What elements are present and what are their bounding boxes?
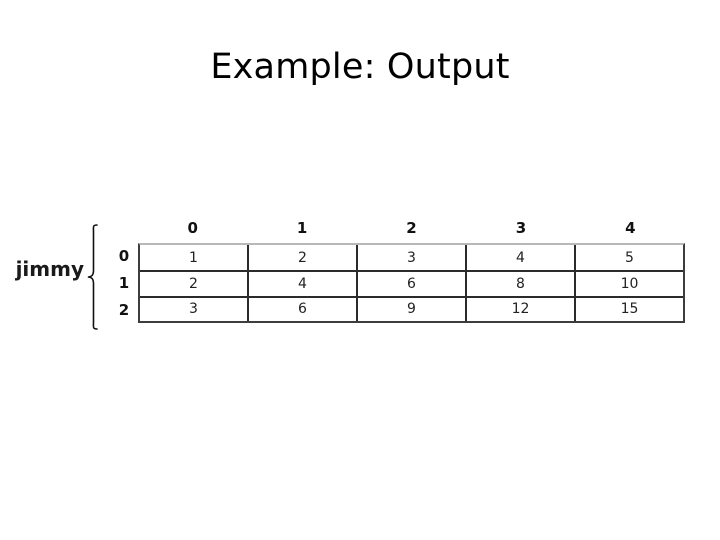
row-header-2: 2 (118, 300, 130, 319)
column-header-2: 2 (406, 219, 417, 237)
row-axis-label: jimmy (15, 257, 84, 281)
cell-r0-c2: 3 (356, 245, 465, 271)
page-title: Example: Output (210, 47, 510, 87)
cell-r1-c1: 4 (247, 272, 356, 296)
column-header-row: 0 1 2 3 4 (138, 216, 685, 240)
column-header-1: 1 (296, 219, 308, 237)
cell-r0-c3: 4 (465, 245, 574, 271)
cell-r2-c4: 15 (574, 297, 683, 321)
column-header-3: 3 (515, 219, 527, 237)
table-row: 1 2 3 4 5 (140, 245, 683, 271)
column-header-0: 0 (187, 219, 198, 237)
cell-r1-c2: 6 (356, 272, 465, 296)
row-header-column: 0 1 2 (112, 243, 136, 323)
curly-brace-icon (86, 224, 100, 330)
table-row: 3 6 9 12 15 (140, 295, 683, 321)
cell-r0-c4: 5 (574, 245, 683, 271)
cell-r1-c4: 10 (574, 272, 683, 296)
cell-r2-c1: 6 (247, 297, 356, 321)
row-header-1: 1 (118, 274, 130, 292)
cell-r0-c1: 2 (247, 245, 356, 271)
cell-r2-c3: 12 (465, 297, 574, 321)
table-row: 2 4 6 8 10 (140, 270, 683, 296)
cell-r1-c0: 2 (189, 275, 198, 292)
cell-r2-c2: 9 (356, 297, 465, 321)
row-header-0: 0 (118, 247, 130, 266)
column-header-4: 4 (625, 219, 636, 237)
output-grid: 1 2 3 4 5 2 4 6 8 10 3 6 9 12 15 (138, 243, 685, 323)
cell-r0-c0: 1 (189, 249, 198, 266)
cell-r2-c0: 3 (189, 301, 198, 318)
cell-r1-c3: 8 (465, 272, 574, 296)
